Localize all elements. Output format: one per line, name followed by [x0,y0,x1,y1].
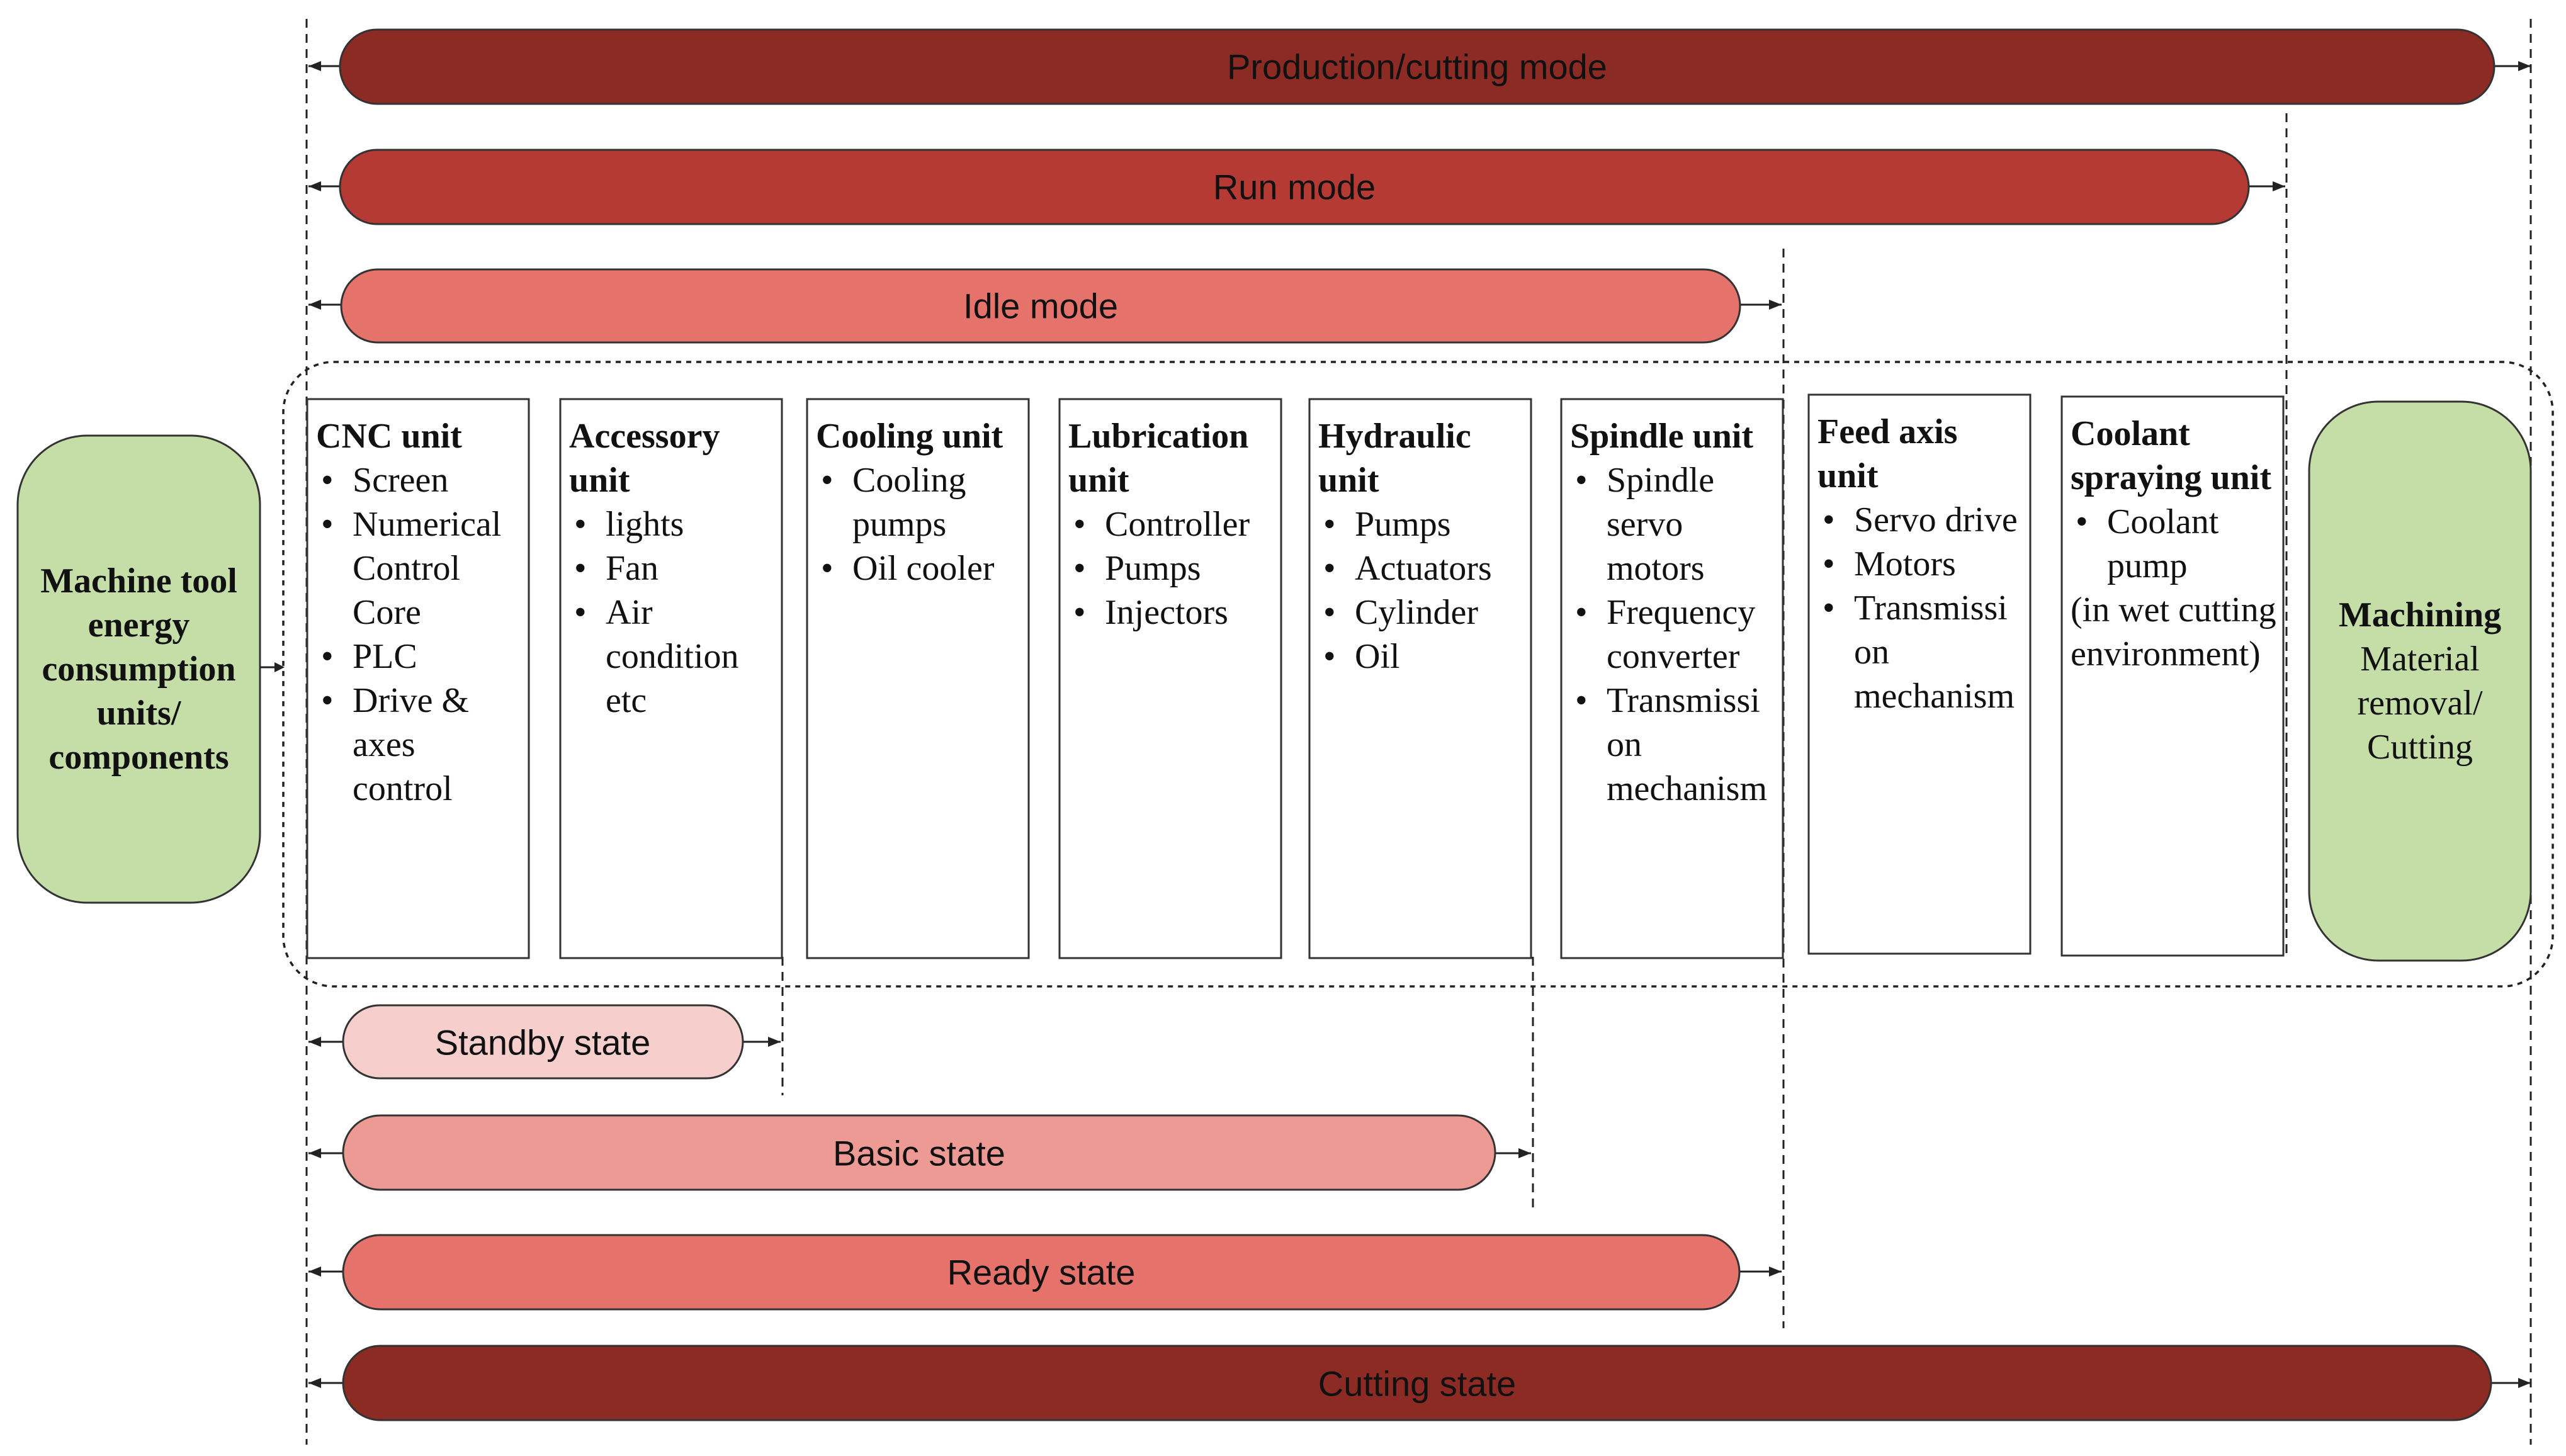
left-box-text: Machine tool energy consumption units/ c… [18,436,260,903]
left-box-connector-head [274,662,285,672]
unit-coolant: Coolant spraying unit Coolant pump (in w… [2062,397,2283,676]
bar-ready-state: Ready state [308,1234,1782,1311]
right-box-line-3: Cutting [2366,728,2473,767]
unit-cooling: Cooling unit Cooling pumps Oil cooler [807,399,1029,590]
unit-feed-axis-item: Transmissi on mechanism [1817,586,2025,718]
left-box-line-1: Machine tool [40,562,237,601]
unit-cnc-item: Drive & axes control [316,679,524,811]
unit-box-hydraulic [1308,398,1532,959]
unit-hydraulic: Hydraulic unit Pumps Actuators Cylinder … [1309,399,1531,679]
unit-cooling-title: Cooling unit [816,417,1003,456]
left-box-line-5: components [48,738,229,777]
unit-lubrication: Lubrication unit Controller Pumps Inject… [1060,399,1281,635]
idle-mode-pill [340,268,1741,344]
unit-spindle: Spindle unit Spindle servo motors Freque… [1561,399,1783,811]
production-mode-label: Production/cutting mode [1227,47,1607,87]
unit-feed-axis-title: Feed axis unit [1817,412,1958,495]
unit-lubrication-item: Pumps [1068,546,1276,590]
unit-accessory-item: Air condition etc [569,590,777,723]
unit-accessory-item: Fan [569,546,777,590]
basic-state-pill [342,1114,1496,1191]
cutting-state-label: Cutting state [1318,1364,1516,1404]
bar-idle-mode: Idle mode [308,268,1782,344]
unit-cooling-item: Cooling pumps [816,458,1024,546]
unit-spindle-item: Frequency converter [1570,590,1778,679]
unit-hydraulic-list: Pumps Actuators Cylinder Oil [1318,502,1526,679]
unit-cnc-title: CNC unit [316,417,462,456]
unit-hydraulic-item: Oil [1318,635,1526,679]
unit-coolant-item: Coolant pump [2071,500,2278,588]
left-box-line-3: consumption [42,650,236,689]
right-box-text: Machining Material removal/ Cutting [2309,402,2531,961]
unit-feed-axis-item: Servo drive [1817,498,2025,542]
bar-cutting-state: Cutting state [308,1345,2531,1421]
unit-accessory: Accessory unit lights Fan Air condition … [560,399,782,723]
unit-feed-axis-item: Motors [1817,542,2025,586]
unit-cooling-list: Cooling pumps Oil cooler [816,458,1024,590]
unit-cnc: CNC unit Screen Numerical Control Core P… [307,399,529,811]
units-group-outline [282,361,2554,988]
unit-hydraulic-item: Cylinder [1318,590,1526,635]
unit-lubrication-list: Controller Pumps Injectors [1068,502,1276,635]
unit-spindle-item: Spindle servo motors [1570,458,1778,590]
bar-run-mode: Run mode [308,149,2285,225]
left-box-line-4: units/ [96,694,181,733]
unit-cnc-item: PLC [316,635,524,679]
run-mode-pill [339,149,2250,225]
unit-coolant-note: (in wet cutting environment) [2071,590,2276,674]
unit-box-lubrication [1058,398,1282,959]
bar-basic-state: Basic state [308,1114,1531,1191]
unit-spindle-title: Spindle unit [1570,417,1754,456]
bar-standby-state: Standby state [308,1004,781,1080]
basic-state-label: Basic state [833,1134,1005,1173]
idle-mode-label: Idle mode [963,286,1118,326]
standby-state-pill [342,1004,744,1080]
unit-cnc-list: Screen Numerical Control Core PLC Drive … [316,458,524,811]
unit-coolant-list: Coolant pump [2071,500,2278,588]
left-green-box [16,434,261,904]
unit-lubrication-item: Injectors [1068,590,1276,635]
unit-lubrication-item: Controller [1068,502,1276,546]
right-green-box [2308,400,2532,962]
right-box-line-1: Material [2360,640,2480,679]
run-mode-label: Run mode [1213,167,1376,207]
standby-state-label: Standby state [435,1023,650,1063]
right-box-title: Machining [2338,595,2502,635]
unit-cnc-item: Numerical Control Core [316,502,524,635]
production-mode-pill [339,28,2495,105]
unit-hydraulic-title: Hydraulic unit [1318,417,1471,500]
unit-accessory-item: lights [569,502,777,546]
unit-spindle-item: Transmissi on mechanism [1570,679,1778,811]
unit-box-coolant [2060,395,2285,957]
unit-feed-axis: Feed axis unit Servo drive Motors Transm… [1809,395,2030,718]
unit-feed-axis-list: Servo drive Motors Transmissi on mechani… [1817,498,2025,718]
unit-accessory-list: lights Fan Air condition etc [569,502,777,723]
ready-state-label: Ready state [947,1253,1136,1292]
right-box-line-2: removal/ [2357,684,2483,723]
unit-spindle-list: Spindle servo motors Frequency converter… [1570,458,1778,811]
unit-cnc-item: Screen [316,458,524,502]
unit-accessory-title: Accessory unit [569,417,720,500]
ready-state-pill [342,1234,1741,1311]
bar-production-mode: Production/cutting mode [308,28,2531,105]
unit-cooling-item: Oil cooler [816,546,1024,590]
unit-lubrication-title: Lubrication unit [1068,417,1249,500]
cutting-state-pill [342,1345,2492,1421]
unit-coolant-title: Coolant spraying unit [2071,414,2271,497]
unit-hydraulic-item: Pumps [1318,502,1526,546]
unit-hydraulic-item: Actuators [1318,546,1526,590]
left-box-line-2: energy [88,606,190,645]
